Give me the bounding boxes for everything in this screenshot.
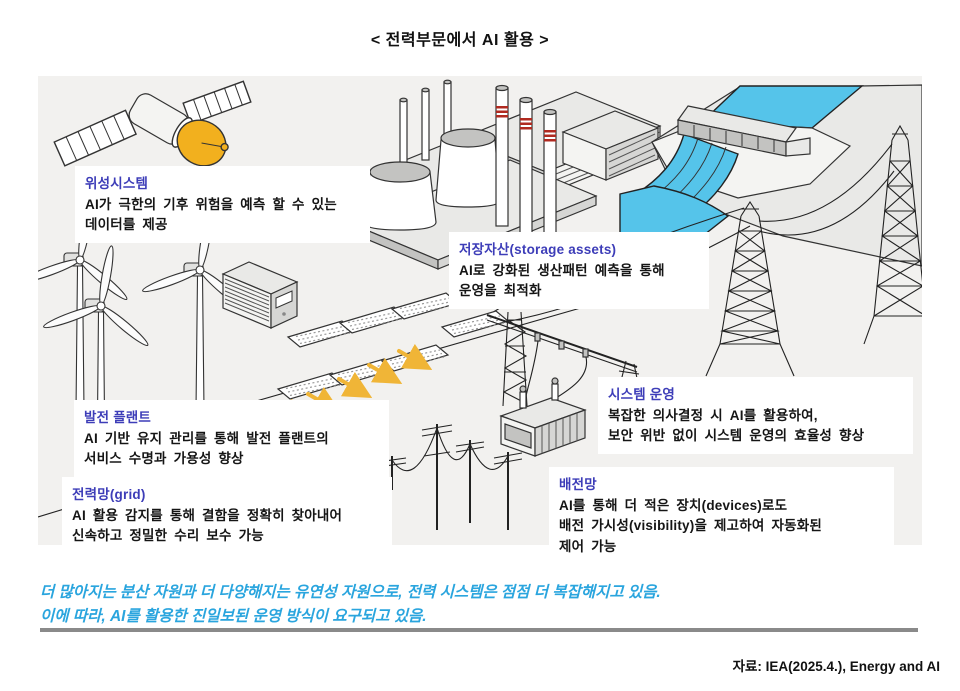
callout-system-body: 복잡한 의사결정 시 AI를 활용하여, 보안 위반 없이 시스템 운영의 효율… [608,408,865,444]
callout-storage-title: 저장자산(storage assets) [459,242,617,257]
callout-satellite: 위성시스템 AI가 극한의 기후 위험을 예측 할 수 있는 데이터를 제공 [75,166,370,243]
source-text: 자료: IEA(2025.4.), Energy and AI [732,659,940,674]
callout-satellite-title: 위성시스템 [85,176,149,191]
callout-storage: 저장자산(storage assets) AI로 강화된 생산패턴 예측을 통해… [449,232,709,309]
callout-plant-title: 발전 플랜트 [84,410,152,425]
callout-plant-body: AI 기반 유지 관리를 통해 발전 플랜트의 서비스 수명과 가용성 향상 [84,431,329,467]
callout-grid-body: AI 활용 감지를 통해 결함을 정확히 찾아내어 신속하고 정밀한 수리 보수… [72,508,343,544]
solar-panels-illustration [277,292,509,400]
callout-system: 시스템 운영 복잡한 의사결정 시 AI를 활용하여, 보안 위반 없이 시스템… [598,377,913,454]
divider-bar [40,628,918,632]
diagram-area: 위성시스템 AI가 극한의 기후 위험을 예측 할 수 있는 데이터를 제공 저… [38,76,922,564]
callout-system-title: 시스템 운영 [608,387,676,402]
callout-grid-title: 전력망(grid) [72,487,146,502]
callout-distribution-title: 배전망 [559,477,597,492]
summary-text: 더 많아지는 분산 자원과 더 다양해지는 유연성 자원으로, 전력 시스템은 … [40,584,661,626]
utility-poles-illustration [377,424,523,530]
transformer-illustration [486,311,640,457]
callout-storage-body: AI로 강화된 생산패턴 예측을 통해 운영을 최적화 [459,263,665,299]
callout-distribution: 배전망 AI를 통해 더 적은 장치(devices)로도 배전 가시성(vis… [549,467,894,564]
page-title: < 전력부문에서 AI 활용 > [370,32,550,49]
satellite-illustration [53,80,252,167]
callout-satellite-body: AI가 극한의 기후 위험을 예측 할 수 있는 데이터를 제공 [85,197,337,233]
battery-storage-illustration [221,261,299,329]
callout-distribution-body: AI를 통해 더 적은 장치(devices)로도 배전 가시성(visibil… [559,498,822,554]
callout-grid: 전력망(grid) AI 활용 감지를 통해 결함을 정확히 찾아내어 신속하고… [62,477,392,554]
callout-plant: 발전 플랜트 AI 기반 유지 관리를 통해 발전 플랜트의 서비스 수명과 가… [74,400,389,477]
power-plant-illustration [350,79,662,270]
hydro-dam-illustration [619,84,922,267]
